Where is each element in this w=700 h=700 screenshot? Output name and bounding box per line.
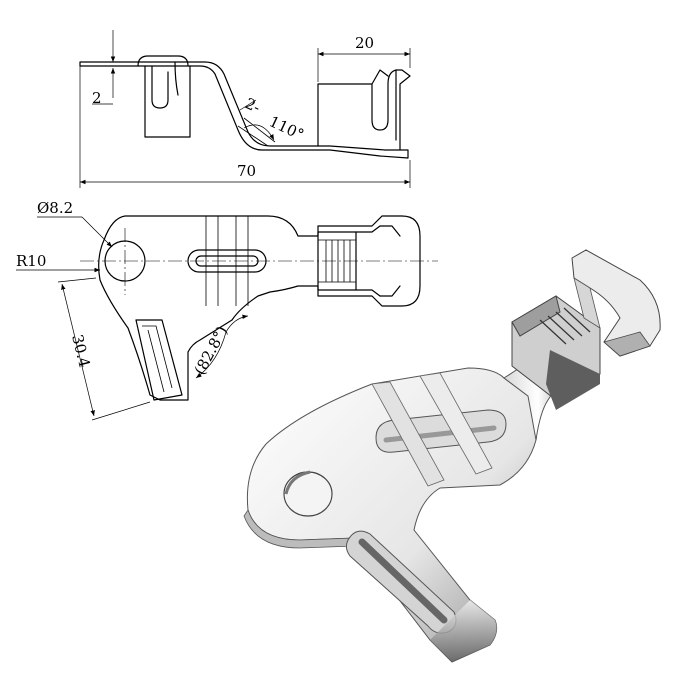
bend-dim-label: 2- bbox=[242, 94, 263, 116]
plan-view-leg-lines bbox=[142, 325, 173, 393]
side-view-tab bbox=[144, 65, 191, 138]
plan-view-slot-inner bbox=[195, 255, 259, 267]
length-dim-label: 70 bbox=[237, 162, 256, 180]
plan-view-leg-slot bbox=[135, 319, 183, 401]
iso-view bbox=[243, 249, 661, 663]
crimp-width-dim-label: 20 bbox=[355, 34, 374, 52]
iso-raised-band bbox=[371, 381, 445, 487]
leg-angle-dim-label: (82.8°) bbox=[191, 323, 232, 378]
side-view-slot bbox=[151, 65, 169, 109]
plan-view-slot bbox=[187, 249, 267, 273]
crimp-flanges bbox=[355, 225, 381, 297]
side-view-crimp-left bbox=[317, 69, 397, 147]
leg-ext-top bbox=[57, 277, 97, 283]
side-view-bend bbox=[137, 55, 189, 96]
plan-view-crimp bbox=[317, 225, 401, 297]
plan-view-outline bbox=[98, 215, 421, 401]
iso-serrations bbox=[539, 307, 591, 345]
angle-dim-label: 110° bbox=[266, 112, 306, 144]
side-view: 2 20 2- 110° 70 bbox=[79, 30, 411, 188]
leg-angle-arc bbox=[195, 314, 249, 379]
crimp-body bbox=[317, 231, 357, 291]
hole-dia-leader bbox=[81, 216, 113, 248]
angle-leader bbox=[239, 99, 257, 111]
iso-leg-shade bbox=[430, 600, 497, 662]
thickness-dim-label: 2 bbox=[92, 89, 102, 107]
side-view-crimp-right bbox=[395, 69, 411, 151]
side-view-outline bbox=[79, 61, 409, 159]
radius-dim-label: R10 bbox=[16, 252, 46, 270]
leg-length-dim-label: 30.4 bbox=[68, 333, 94, 370]
iso-hole bbox=[283, 471, 333, 517]
leg-ext-bottom bbox=[91, 401, 151, 421]
angle-arc bbox=[243, 124, 275, 141]
leg-length-dim-line bbox=[61, 283, 95, 417]
iso-crimp-front bbox=[511, 295, 561, 337]
crimp-tips bbox=[379, 225, 401, 297]
hole-dia-dim-label: Ø8.2 bbox=[37, 199, 73, 217]
iso-crimp-shadow bbox=[546, 350, 600, 410]
